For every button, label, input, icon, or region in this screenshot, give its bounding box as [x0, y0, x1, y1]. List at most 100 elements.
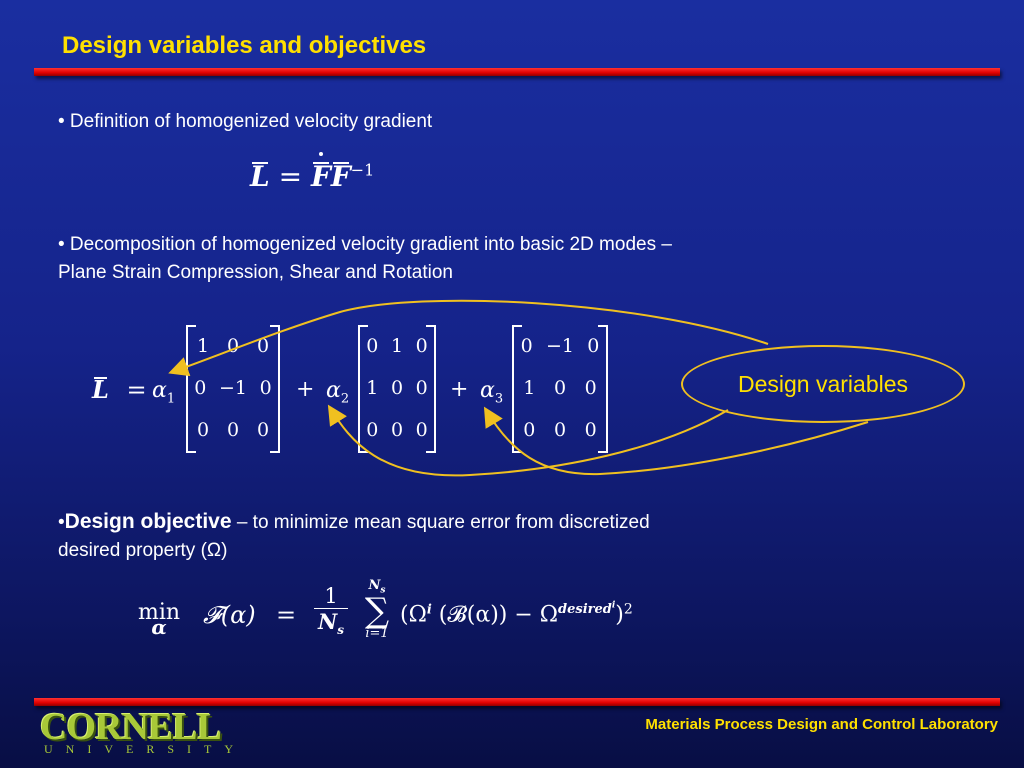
desired-index: i [611, 601, 616, 611]
m3-cell: 0 [584, 419, 597, 441]
logo-main-text: CORNELL [40, 706, 222, 748]
m1-cell: 0 [259, 377, 272, 399]
body-square: 2 [623, 601, 633, 618]
sum-top-sub: s [380, 585, 386, 596]
eq2-L: L [92, 375, 109, 404]
m1-cell: 0 [194, 377, 207, 399]
eq3-summation: Ns ∑ i=1 [360, 578, 394, 641]
m1-cell: 0 [226, 419, 240, 441]
m2-cell: 0 [366, 419, 379, 441]
m1-cell: 0 [256, 335, 270, 357]
design-objective-label: Design objective [64, 510, 232, 533]
eq1-equals: = [278, 160, 303, 193]
alpha2-symbol: α [326, 378, 341, 403]
arrow-to-alpha2 [327, 404, 729, 477]
alpha1-sub: 1 [166, 391, 176, 407]
min-subscript: α [151, 615, 167, 639]
eq2-equals: = [126, 376, 147, 404]
m3-cell: 0 [584, 377, 597, 399]
alpha2-sub: 2 [340, 391, 350, 407]
body-sup-desired: desiredi [558, 601, 616, 618]
eq2-lhs: L = [92, 375, 147, 404]
m3-cell: 0 [520, 335, 533, 357]
page-title: Design variables and objectives [62, 32, 427, 59]
body-close: ) [615, 602, 624, 628]
eq3-objective-function: 𝓕(α) [203, 601, 256, 629]
eq2-plus2: + [450, 377, 469, 402]
eq2-alpha2: α2 [326, 378, 349, 406]
eq1-F: F [330, 160, 351, 193]
m2-cell: 0 [390, 419, 404, 441]
eq2-alpha3: α3 [480, 378, 503, 406]
m2-cell: 0 [415, 335, 428, 357]
m2-cell: 1 [390, 335, 404, 357]
callout-design-variables: Design variables [681, 345, 965, 423]
arrow-to-alpha1 [168, 299, 769, 377]
min-operator: min [138, 600, 181, 625]
fraction-numerator: 1 [324, 584, 338, 608]
eq3-fraction: 1 Ns [314, 584, 348, 637]
m1-cell: −1 [218, 377, 247, 399]
m3-cell: 1 [523, 377, 536, 399]
m3-cell: 0 [553, 419, 567, 441]
body-sup-i: i [426, 602, 432, 618]
eq2-alpha1: α1 [152, 378, 175, 406]
sum-top-symbol: N [368, 578, 381, 593]
design-objective-text: – to minimize mean square error from dis… [231, 512, 650, 533]
lab-name: Materials Process Design and Control Lab… [645, 716, 998, 733]
eq3-min: min α [138, 600, 180, 639]
arrow-to-alpha3 [483, 406, 869, 476]
bullet-decomposition-line2: Plane Strain Compression, Shear and Rota… [58, 262, 454, 283]
m2-cell: 0 [366, 335, 379, 357]
desired-text: desired [558, 602, 612, 618]
bullet-decomposition: • Decomposition of homogenized velocity … [58, 231, 672, 287]
bullet-dot: • [58, 512, 65, 533]
alpha3-sub: 3 [494, 391, 504, 407]
alpha1-symbol: α [152, 378, 167, 403]
bottom-divider-bar [34, 698, 1000, 706]
eq2-plus1: + [296, 377, 315, 402]
equation-velocity-gradient: L = FF−1 [250, 152, 375, 193]
eq1-Fdot: F [310, 152, 331, 193]
fraction-den-sub: s [337, 623, 344, 638]
bullet-velocity-gradient: • Definition of homogenized velocity gra… [58, 111, 433, 132]
bullet-design-objective-line1: •Design objective – to minimize mean squ… [58, 508, 650, 537]
m2-cell: 0 [390, 377, 404, 399]
sum-symbol: ∑ [364, 590, 390, 631]
fraction-den-symbol: N [318, 609, 338, 634]
bullet-design-objective: •Design objective – to minimize mean squ… [58, 508, 650, 565]
eq1-inverse: −1 [350, 160, 375, 180]
eq1-L: L [250, 160, 270, 193]
alpha3-symbol: α [480, 378, 495, 403]
logo-sub-text: UNIVERSITY [44, 742, 246, 756]
bullet-design-objective-line2: desired property (Ω) [58, 540, 228, 561]
top-divider-bar [34, 68, 1000, 76]
m1-cell: 0 [256, 419, 270, 441]
fraction-denominator: Ns [314, 608, 348, 637]
m3-cell: 0 [553, 377, 567, 399]
sum-upper-limit: Ns [360, 578, 394, 596]
m1-cell: 0 [196, 419, 210, 441]
eq3-equals: = [276, 601, 297, 629]
m2-cell: 0 [415, 377, 428, 399]
m3-cell: −1 [545, 335, 574, 357]
m3-cell: 0 [523, 419, 536, 441]
m2-cell: 1 [366, 377, 379, 399]
body-middle: (𝓑(α)) − Ω [438, 602, 559, 628]
body-open: (Ω [400, 602, 427, 628]
eq3-body: (Ωi (𝓑(α)) − Ωdesiredi)2 [400, 601, 633, 628]
cornell-logo: CORNELL UNIVERSITY [40, 708, 246, 757]
sum-lower-limit: i=1 [365, 625, 389, 641]
m1-cell: 1 [196, 335, 210, 357]
